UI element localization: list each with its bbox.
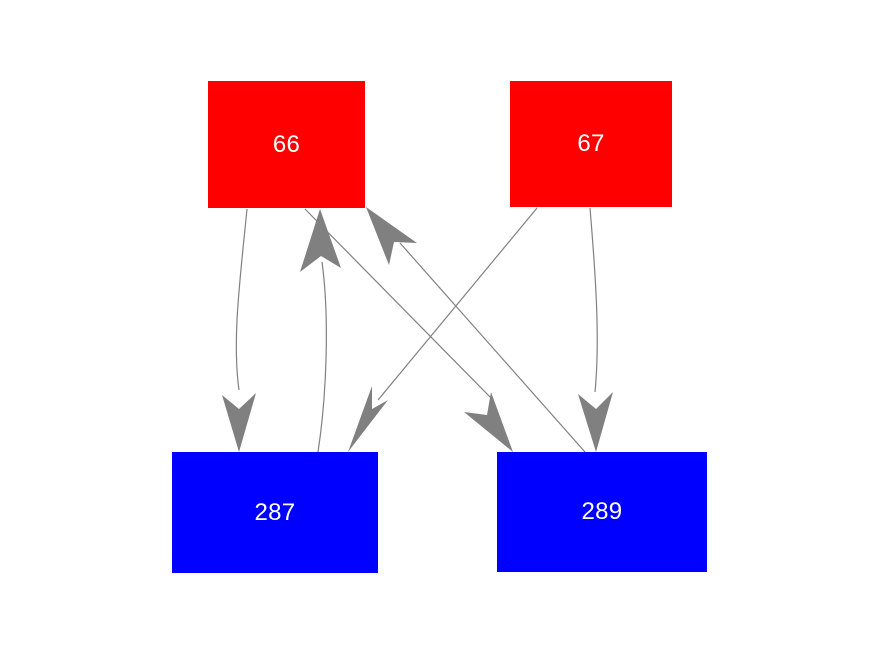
graph-node-66[interactable]: 66 — [208, 81, 365, 208]
arrowhead-into-287 — [222, 393, 256, 452]
edge-66-to-289 — [304, 208, 513, 452]
edge-289-to-66 — [366, 207, 586, 453]
edge-67-to-289 — [578, 207, 613, 452]
edge-67-to-287 — [348, 207, 538, 452]
arrowhead-into-66-left — [300, 209, 341, 272]
arrowhead-into-66-corner — [366, 207, 417, 265]
graph-node-287[interactable]: 287 — [172, 452, 378, 573]
node-label-66: 66 — [272, 130, 301, 158]
graph-node-289[interactable]: 289 — [497, 452, 707, 572]
arrowhead-into-289-left — [464, 392, 513, 452]
arrowhead-into-289-right — [578, 392, 613, 452]
node-label-287: 287 — [254, 498, 296, 526]
arrowhead-into-287-right — [348, 386, 388, 452]
edge-287-to-66 — [300, 209, 341, 453]
graph-node-67[interactable]: 67 — [510, 81, 672, 207]
edge-66-to-287 — [222, 208, 256, 452]
node-label-67: 67 — [577, 130, 605, 157]
node-label-289: 289 — [581, 498, 623, 525]
